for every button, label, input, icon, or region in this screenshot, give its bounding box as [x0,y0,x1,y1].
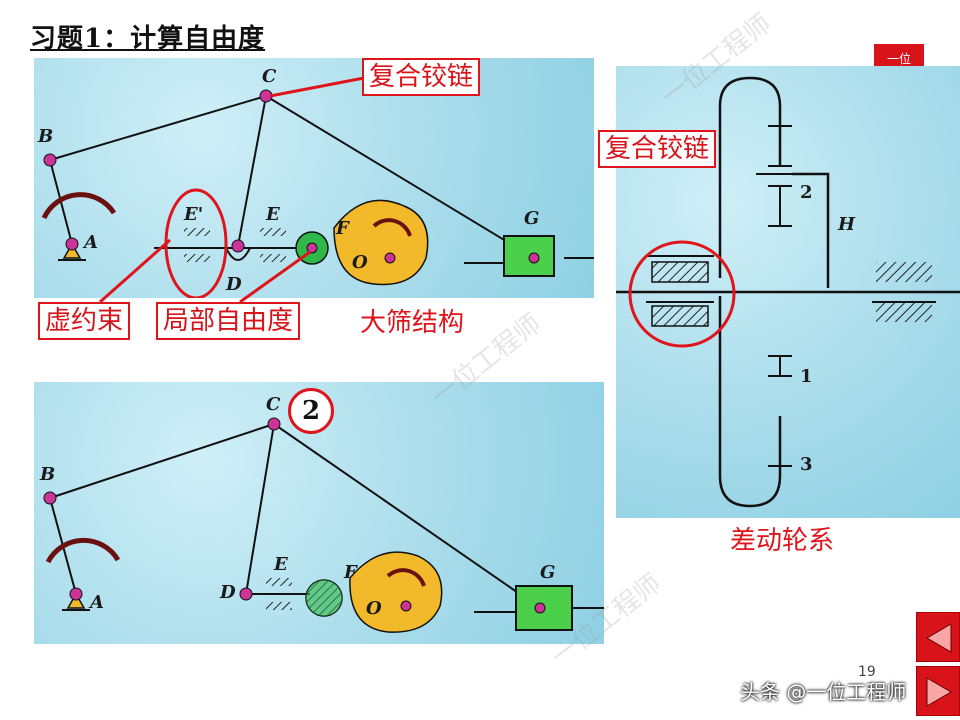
label-gear-2: 2 [800,182,813,203]
guide-e-prime-top [184,228,210,236]
callout-compound-hinge-top: 复合铰链 [362,58,481,96]
label-gear-3: 3 [800,454,813,475]
label-a: A [82,232,98,253]
label-g-bottom: G [540,562,555,583]
link-cg [265,95,535,259]
callout-local-dof: 局部自由度 [156,302,301,340]
link-cd [237,95,267,247]
crank-arc [41,192,117,220]
label-e-bottom: E [273,554,288,575]
label-e: E [265,204,280,225]
compound-hinge-circle [628,240,736,348]
caption-differential-gear: 差动轮系 [730,526,835,556]
label-f: F [335,218,350,239]
bottom-mechanism-diagram: C B A D E F O G [39,394,604,633]
triangle-right-icon [926,677,952,707]
label-carrier-h: H [837,214,856,235]
label-f-bottom: F [343,562,358,583]
next-slide-button[interactable] [916,666,960,716]
label-o: O [352,252,368,273]
label-b-bottom: B [39,464,55,485]
guide-e-bottom [260,254,286,262]
link-bc [49,95,267,161]
label-e-prime: E' [183,204,203,225]
label-d-bottom: D [219,582,236,603]
prev-slide-button[interactable] [916,612,960,662]
label-o-bottom: O [366,598,382,619]
label-c: C [262,66,277,87]
triangle-left-icon [926,623,952,653]
count-badge-value: 2 [301,396,321,426]
label-g: G [524,208,539,229]
caption-big-screen: 大筛结构 [360,308,465,338]
label-c-bottom: C [266,394,281,415]
page-number: 19 [858,664,876,680]
callout-compound-hinge-right: 复合铰链 [598,130,717,168]
label-d: D [225,274,242,295]
slide-title: 习题1：计算自由度 [30,24,266,54]
label-gear-1: 1 [800,366,813,387]
differential-gear-diagram: 2 H 1 3 [616,76,960,508]
top-mechanism-panel: C B A D E' E F O G [34,58,594,298]
label-a-bottom: A [88,592,104,613]
top-mechanism-diagram: C B A D E' E F O G [37,66,594,298]
label-b: B [37,126,53,147]
guide-e-prime-bottom [184,254,210,262]
guide-e-top [260,228,286,236]
cam [333,199,429,286]
source-watermark: 头条 @一位工程师 [740,680,907,704]
count-badge: 2 [288,388,334,434]
callout-redundant-constraint: 虚约束 [38,302,131,340]
